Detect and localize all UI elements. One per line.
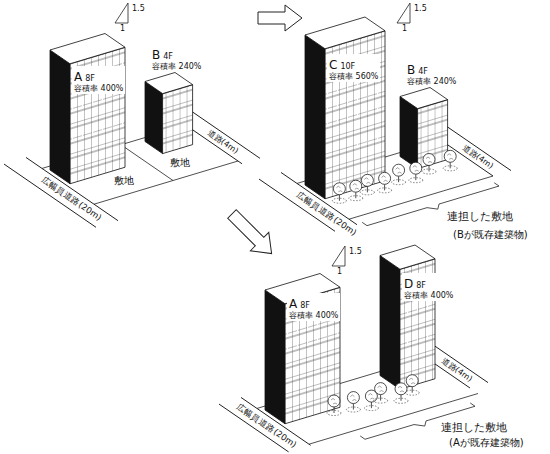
building-facade [163,85,193,154]
tree [392,164,406,185]
building-side [380,256,400,390]
site-label: 連担した敷地 [446,211,514,224]
building-letter: C [329,58,337,72]
tree [327,395,341,416]
note: (Aが既存建築物) [448,437,525,449]
floor-area-ratio: 容積率 560% [329,73,378,82]
slope-ratio: 1.5 [348,247,363,256]
slope-ratio: 1 [401,24,408,33]
building-label: D8F 容積率 400% [402,273,455,301]
tree [374,383,388,404]
slope-ratio: 1 [119,24,126,33]
tree [346,392,360,413]
floor-count: 4F [163,52,173,61]
building-label: A8F 容積率 400% [287,293,340,321]
building-roof [50,34,125,64]
building-roof [380,245,435,269]
building [380,245,435,389]
scene-arrow [223,205,281,263]
building-side [145,82,163,154]
building-letter: A [289,297,297,311]
tree [349,180,363,201]
slope-marker [397,3,410,23]
site-label: 敷地 [113,175,135,187]
building [305,17,385,199]
floor-count: 10F [340,62,355,71]
building-facade [285,287,340,424]
tree [405,375,419,396]
slope-ratio: 1.5 [131,4,146,13]
building-side [305,35,325,199]
building [265,274,340,424]
floor-count: 8F [416,281,426,290]
floor-count: 4F [418,67,428,76]
building-letter: B [152,48,160,62]
floor-area-ratio: 容積率 400% [289,312,338,321]
building-label: A8F 容積率 400% [72,66,125,94]
building [50,34,125,184]
floor-count: 8F [300,301,310,310]
slope-marker [332,246,345,266]
tree [409,162,423,183]
building-roof [305,17,385,49]
tree [394,383,408,404]
ground-lines [247,116,528,238]
building-label: B4F 容積率 240% [405,59,458,87]
tree [443,150,457,171]
scene-arrow [223,205,281,263]
ground-lines [0,101,280,228]
floor-area-ratio: 容積率 240% [407,78,456,87]
building-facade [325,31,385,199]
trees [327,375,419,416]
floor-count: 8F [85,74,95,83]
tree [422,154,436,175]
building-facade [70,47,125,184]
building-label: B4F 容積率 240% [150,44,203,72]
slope-ratio: 1.5 [413,4,428,13]
trees [332,150,457,203]
building-side [400,97,418,169]
floor-area-ratio: 容積率 400% [404,292,453,301]
site-label: 連担した敷地 [440,422,508,435]
building-side [265,290,285,424]
tree [332,183,346,204]
ground-lines [207,333,513,454]
building [145,73,193,154]
building-letter: D [404,277,413,291]
tree [360,174,374,195]
scene-arrow [258,5,302,31]
building-letter: B [407,63,415,77]
note: (Bが既存建築物) [452,229,529,241]
building-roof [145,73,193,94]
building-side [50,50,70,184]
building-label: C10F 容積率 560% [327,54,380,82]
building-letter: A [74,70,82,84]
site-label: 敷地 [169,157,191,169]
floor-area-ratio: 容積率 240% [152,63,201,72]
tree [378,172,392,193]
slope-marker [115,3,128,23]
building-roof [400,88,448,109]
floor-area-ratio: 容積率 400% [74,85,123,94]
slope-ratio: 1 [336,267,343,276]
